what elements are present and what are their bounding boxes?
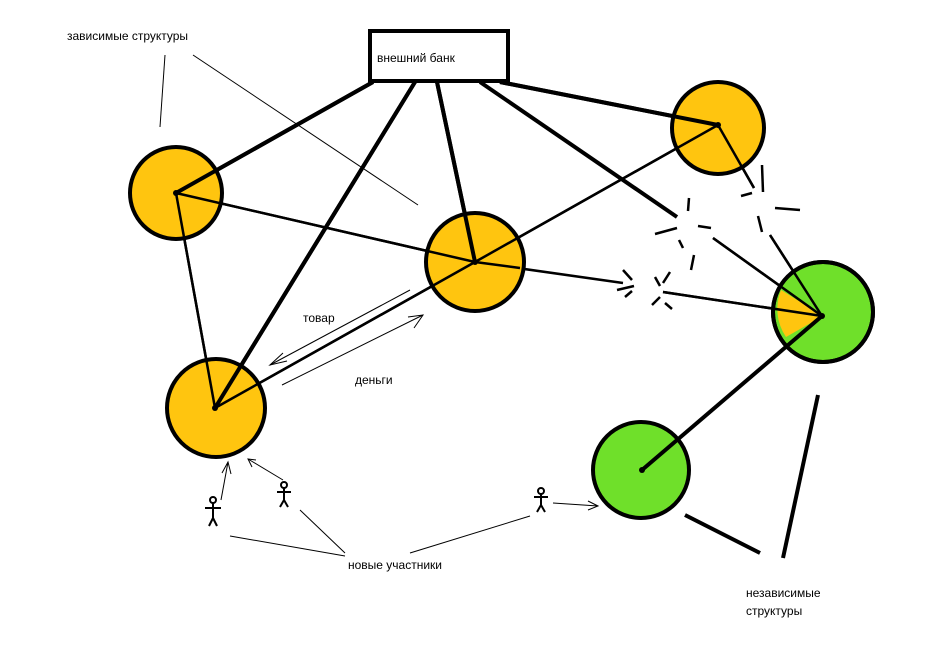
independent-node-right-outline xyxy=(771,260,875,364)
new-participants-label: новые участники xyxy=(348,558,442,572)
bank-label: внешний банк xyxy=(377,51,456,65)
participant-icon-2 xyxy=(277,481,291,508)
independent-structures-label-line2: структуры xyxy=(746,604,802,618)
participant-icon-1 xyxy=(205,496,221,527)
node-centers xyxy=(173,122,825,473)
broken-link-marks xyxy=(616,164,801,310)
goods-label: товар xyxy=(303,311,335,325)
overlay-bank-links xyxy=(175,80,824,472)
bank-box xyxy=(368,29,510,83)
nodes xyxy=(128,80,875,520)
participant-icon-3 xyxy=(534,487,548,513)
participant-arrows xyxy=(220,458,600,557)
independent-label-pointers xyxy=(684,394,820,559)
independent-structures-label-line1: независимые xyxy=(746,586,821,600)
dependent-label-pointers xyxy=(159,54,419,206)
trade-arrows xyxy=(268,289,425,386)
dependent-structures-label: зависимые структуры xyxy=(67,29,188,43)
money-label: деньги xyxy=(355,373,393,387)
